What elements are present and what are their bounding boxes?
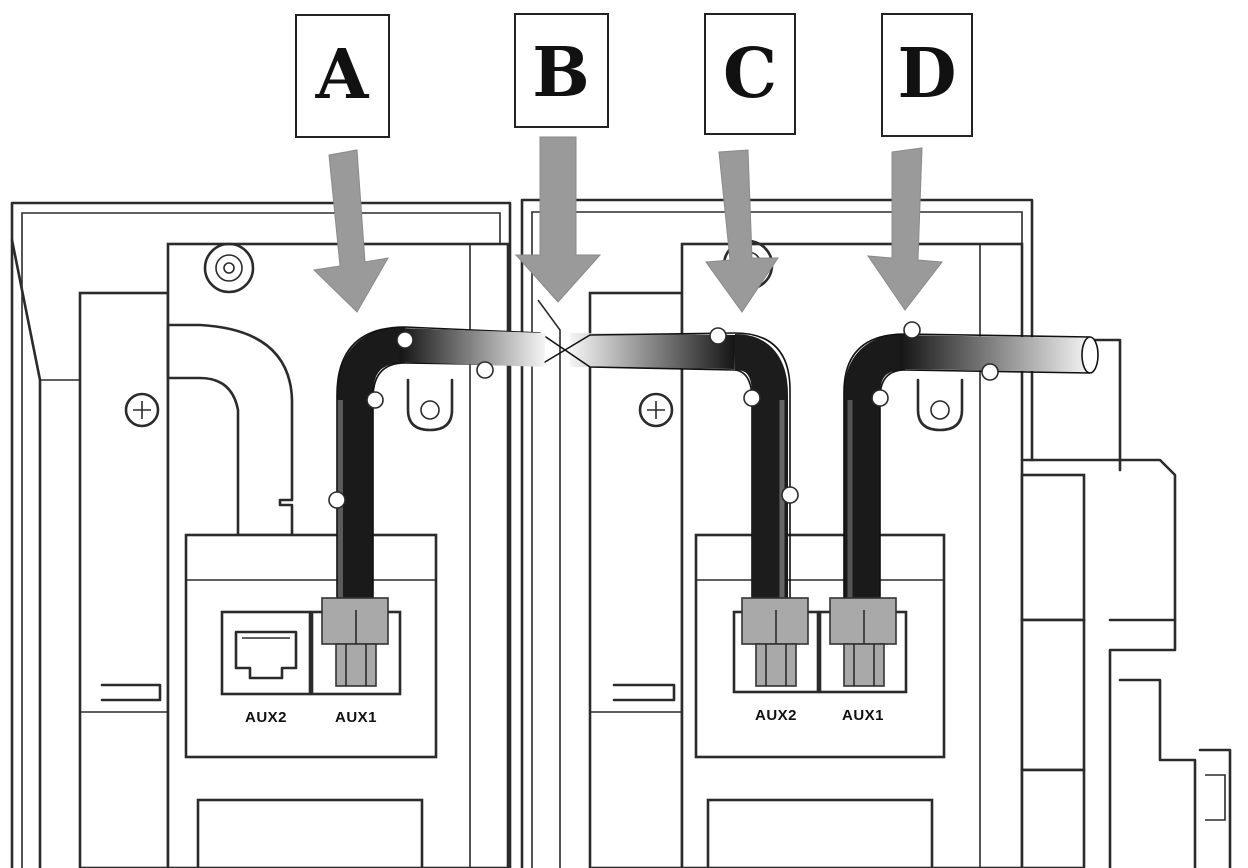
rj-plug-icon [829,597,897,687]
callout-d: D [881,13,973,137]
rj-plug-icon [321,597,389,687]
callout-letter-c: C [723,34,777,114]
port-label-aux2: AUX2 [755,707,797,724]
callout-c: C [704,13,796,135]
cables [328,321,1099,600]
callout-letter-d: D [898,34,957,114]
left-module-ports: AUX2 AUX1 [220,597,402,726]
arrow-down-icon [514,136,602,303]
callout-letter-b: B [532,33,589,113]
rj-jack-empty-icon [234,630,298,680]
callout-arrows [312,136,943,313]
housing-outline [10,198,1232,868]
callout-letter-a: A [315,35,370,115]
arrow-down-icon [312,149,389,313]
right-module-ports: AUX2 AUX1 [732,597,908,724]
arrow-down-icon [866,147,943,311]
callout-b: B [514,13,609,128]
port-label-aux1: AUX1 [842,707,884,724]
port-label-aux1: AUX1 [335,709,377,726]
port-label-aux2: AUX2 [245,709,287,726]
callout-a: A [295,14,390,138]
rj-plug-icon [741,597,809,687]
arrow-down-icon [705,149,779,313]
